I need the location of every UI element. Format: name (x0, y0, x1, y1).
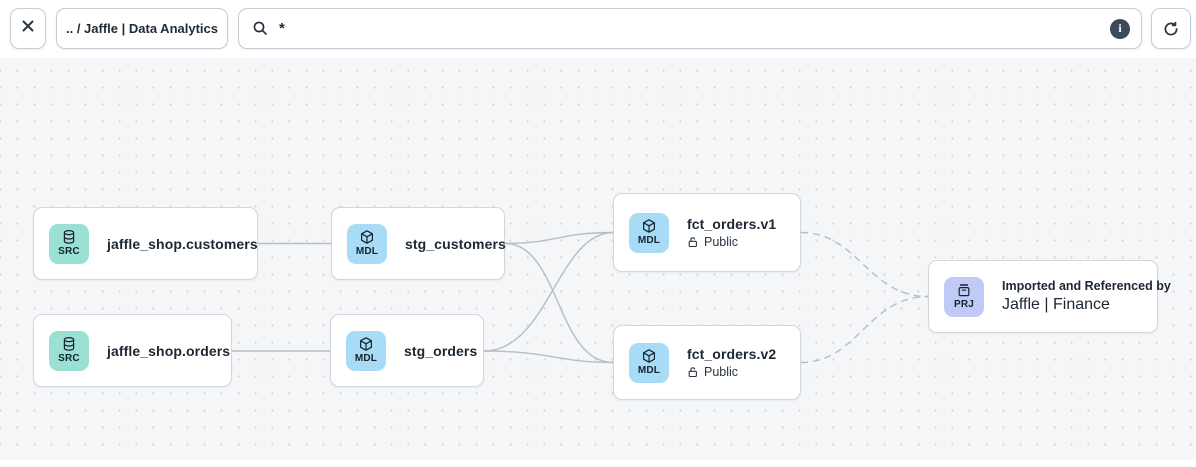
archive-icon (958, 284, 970, 297)
access-label: Public (704, 235, 739, 249)
refresh-icon (1162, 20, 1180, 38)
breadcrumb[interactable]: .. / Jaffle | Data Analytics (56, 8, 228, 49)
node-source-jaffle-shop-orders[interactable]: SRC jaffle_shop.orders (33, 314, 232, 387)
unlock-icon (688, 367, 697, 378)
cube-icon (360, 337, 372, 351)
refresh-button[interactable] (1151, 8, 1191, 49)
node-label: jaffle_shop.customers (107, 235, 258, 252)
model-badge: MDL (347, 223, 387, 264)
database-icon (63, 229, 75, 244)
project-badge: PRJ (944, 276, 984, 317)
access-row: Public (687, 365, 776, 379)
search-icon (252, 20, 269, 37)
badge-label: MDL (637, 365, 661, 376)
access-label: Public (704, 365, 739, 379)
node-model-stg-orders[interactable]: MDL stg_orders (330, 314, 484, 387)
database-icon (63, 336, 75, 351)
node-label: fct_orders.v1 (687, 216, 777, 232)
cube-icon (643, 349, 655, 363)
search-bar[interactable]: i (238, 8, 1142, 49)
badge-label: MDL (637, 235, 661, 246)
badge-label: MDL (354, 353, 378, 364)
model-badge: MDL (629, 212, 669, 253)
node-model-fct-orders-v2[interactable]: MDL fct_orders.v2 Public (613, 325, 801, 400)
badge-label: SRC (58, 353, 80, 364)
node-label: stg_customers (405, 235, 506, 252)
node-project-jaffle-finance[interactable]: PRJ Imported and Referenced by Jaffle | … (928, 260, 1171, 333)
access-row: Public (687, 235, 776, 249)
node-kicker: Imported and Referenced by (1002, 279, 1171, 293)
node-model-fct-orders-v1[interactable]: MDL fct_orders.v1 Public (613, 193, 801, 272)
breadcrumb-label: .. / Jaffle | Data Analytics (66, 21, 218, 36)
node-label: Jaffle | Finance (1002, 296, 1110, 313)
node-label: fct_orders.v2 (687, 346, 777, 362)
cube-icon (361, 230, 373, 244)
node-label: stg_orders (404, 342, 478, 359)
badge-label: PRJ (953, 299, 975, 310)
source-badge: SRC (49, 330, 89, 371)
source-badge: SRC (49, 223, 89, 264)
unlock-icon (688, 237, 697, 248)
search-input[interactable] (279, 20, 1110, 37)
model-badge: MDL (346, 330, 386, 371)
close-icon (20, 18, 36, 39)
badge-label: SRC (58, 246, 80, 257)
close-button[interactable] (10, 8, 46, 49)
node-model-stg-customers[interactable]: MDL stg_customers (331, 207, 506, 280)
info-icon[interactable]: i (1110, 18, 1130, 39)
cube-icon (643, 219, 655, 233)
node-source-jaffle-shop-customers[interactable]: SRC jaffle_shop.customers (33, 207, 258, 280)
badge-label: MDL (355, 246, 379, 257)
node-label: jaffle_shop.orders (107, 342, 231, 359)
model-badge: MDL (629, 342, 669, 383)
